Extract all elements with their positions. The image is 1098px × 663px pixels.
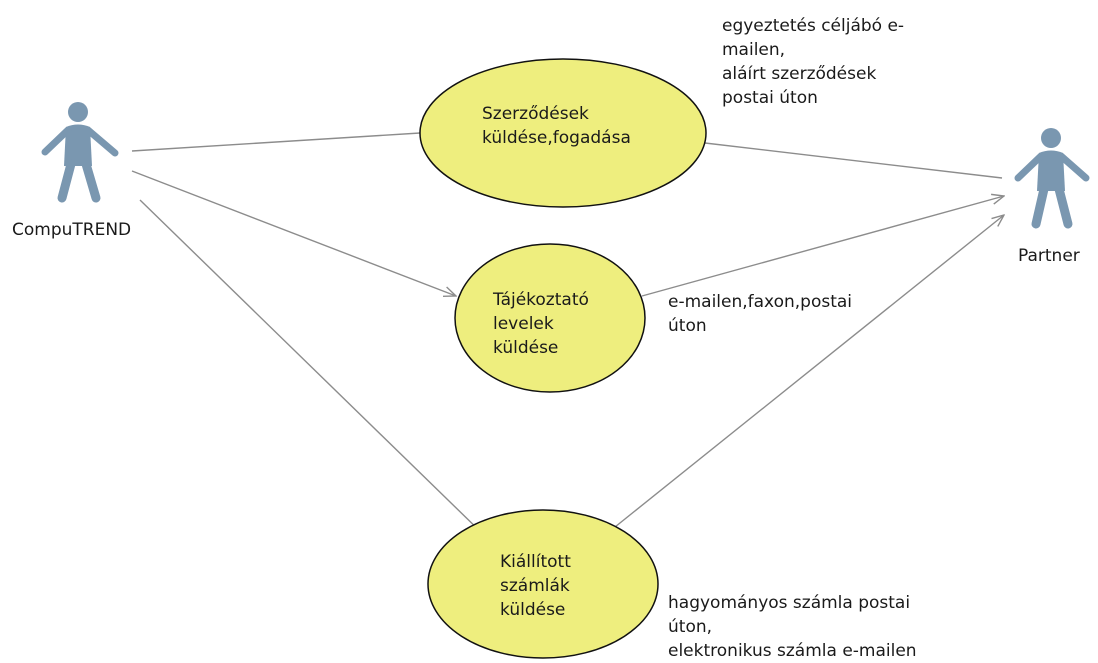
note-line: aláírt szerződések xyxy=(722,64,877,84)
label-line: küldése xyxy=(493,338,559,358)
use-case-newsletters-ellipse xyxy=(454,243,646,393)
label-line: küldése,fogadása xyxy=(482,128,631,148)
label-line: küldése xyxy=(500,600,566,620)
label-line: Tájékoztató xyxy=(493,290,589,310)
use-case-invoices-label: Kiállított számlák küldése xyxy=(500,550,571,622)
label-line: Kiállított xyxy=(500,552,571,572)
note-line: hagyományos számla postai xyxy=(668,593,911,613)
arrow-invoices-partner xyxy=(609,215,1004,532)
arrow-newsletters-partner xyxy=(641,196,1004,297)
note-line: egyeztetés céljábó e- xyxy=(722,16,905,36)
use-case-contracts-ellipse xyxy=(419,58,707,208)
use-case-newsletters-label: Tájékoztató levelek küldése xyxy=(493,288,589,360)
note-line: postai úton xyxy=(722,88,818,108)
use-case-invoices-ellipse xyxy=(427,509,659,659)
note-line: úton, xyxy=(668,617,713,637)
note-line: mailen, xyxy=(722,40,786,60)
label-line: számlák xyxy=(500,576,570,596)
note-newsletters: e-mailen,faxon,postai úton xyxy=(668,290,852,338)
note-line: e-mailen,faxon,postai xyxy=(668,292,853,312)
connector-computrend-contracts xyxy=(131,132,421,152)
note-contracts: egyeztetés céljábó e- mailen, aláírt sze… xyxy=(722,14,904,110)
partner-actor-label: Partner xyxy=(1018,246,1080,266)
label-line: Szerződések xyxy=(482,104,589,124)
arrow-computrend-newsletters xyxy=(131,170,456,296)
label-line: levelek xyxy=(493,314,554,334)
note-line: úton xyxy=(668,316,707,336)
connector-contracts-partner xyxy=(704,142,1003,179)
computrend-actor-icon xyxy=(41,102,119,203)
arrow-computrend-invoices xyxy=(139,199,487,538)
use-case-contracts-label: Szerződések küldése,fogadása xyxy=(482,102,631,150)
partner-actor-icon xyxy=(1014,128,1090,229)
note-invoices: hagyományos számla postai úton, elektron… xyxy=(668,591,917,663)
note-line: elektronikus számla e-mailen xyxy=(668,641,917,661)
computrend-actor-label: CompuTREND xyxy=(12,220,132,240)
